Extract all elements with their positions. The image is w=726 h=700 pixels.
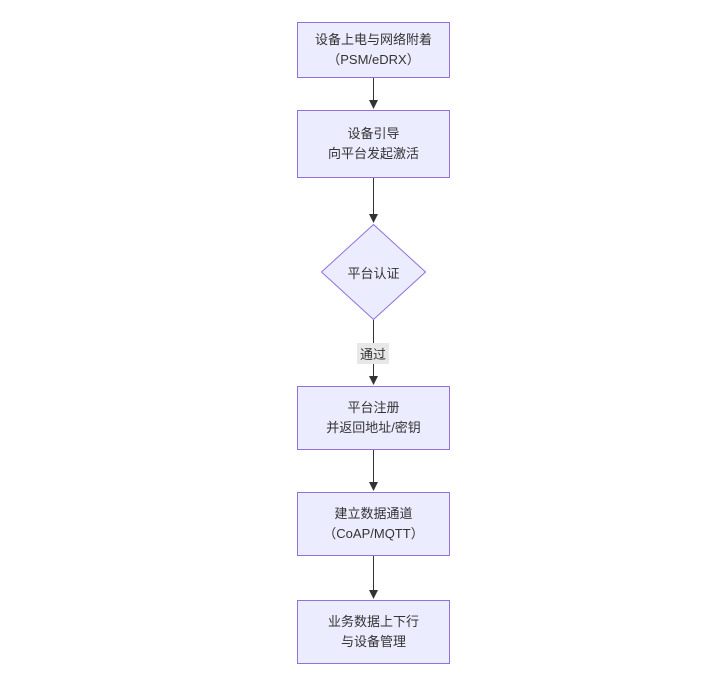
node-text-line: （CoAP/MQTT） bbox=[323, 526, 424, 541]
node-text-line: 平台注册 bbox=[347, 399, 400, 415]
node-text-line: 设备引导 bbox=[347, 125, 400, 141]
node-data-channel: 建立数据通道 （CoAP/MQTT） bbox=[297, 492, 450, 556]
node-power-on-attach: 设备上电与网络附着 （PSM/eDRX） bbox=[297, 22, 450, 78]
node-platform-auth: 平台认证 bbox=[321, 224, 426, 320]
node-bootstrap-activate: 设备引导 向平台发起激活 bbox=[297, 110, 450, 178]
node-text-line: 与设备管理 bbox=[340, 634, 406, 649]
node-text-line: 并返回地址/密钥 bbox=[326, 420, 421, 435]
node-business-data: 业务数据上下行 与设备管理 bbox=[297, 600, 450, 664]
node-text-line: （PSM/eDRX） bbox=[327, 52, 420, 67]
node-text-line: 设备上电与网络附着 bbox=[314, 31, 432, 47]
edge-label-pass: 通过 bbox=[356, 343, 390, 364]
node-platform-register: 平台注册 并返回地址/密钥 bbox=[297, 386, 450, 450]
node-text-line: 向平台发起激活 bbox=[327, 146, 419, 161]
node-text-line: 建立数据通道 bbox=[334, 505, 413, 521]
node-text-line: 平台认证 bbox=[347, 265, 400, 281]
node-text-line: 业务数据上下行 bbox=[327, 613, 419, 629]
diamond-shape-icon bbox=[321, 224, 426, 320]
